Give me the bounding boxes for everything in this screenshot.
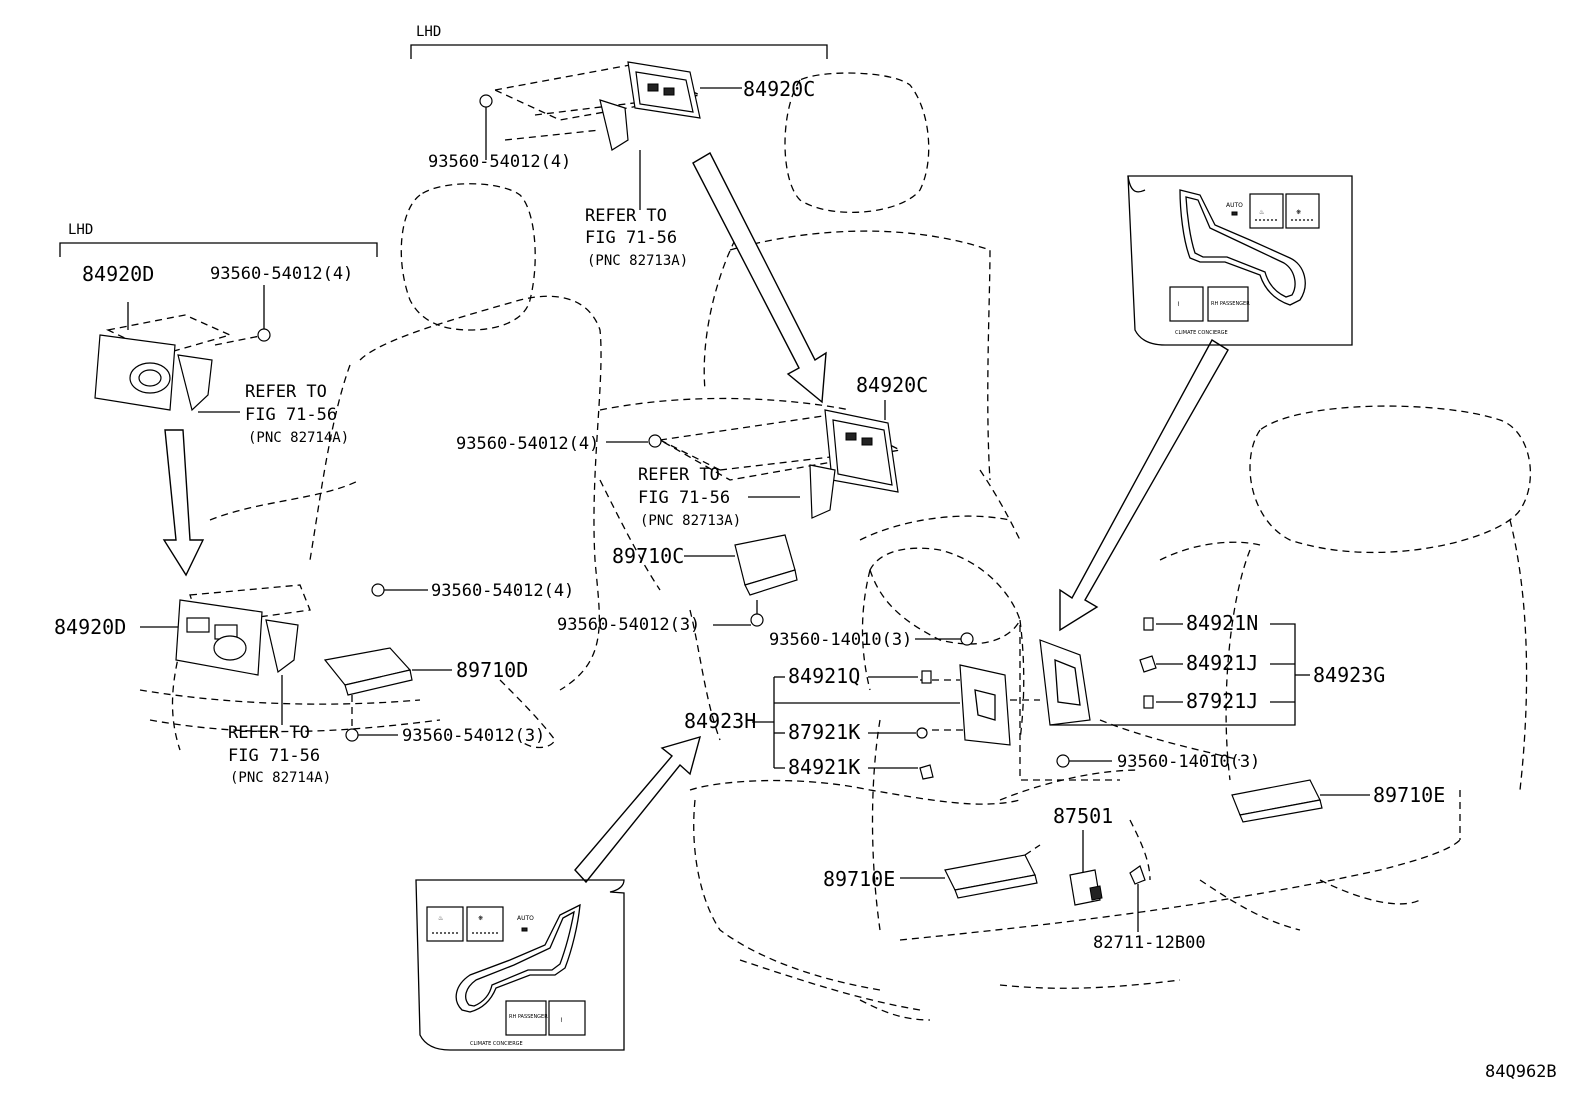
lhd-bracket-top: LHD	[410, 24, 828, 59]
bolt-icon	[648, 434, 662, 448]
label-refer-left-1: REFER TO	[245, 382, 327, 402]
label-refer-low-1: REFER TO	[228, 723, 310, 743]
label-82711: 82711-12B00	[1093, 933, 1206, 953]
rh-passenger-button[interactable]	[505, 1000, 547, 1036]
label-refer-mid-2: FIG 71-56	[638, 488, 730, 508]
label-bolt-top: 93560-54012(4)	[428, 152, 571, 172]
label-84920c-mid: 84920C	[856, 373, 928, 397]
label-89710e-right: 89710E	[1373, 783, 1445, 807]
arrow-down-icon	[162, 429, 205, 577]
label-refer-low-2: FIG 71-56	[228, 746, 320, 766]
seat-icon: ⌇	[560, 1017, 563, 1024]
label-84923h: 84923H	[684, 709, 756, 733]
label-refer-left-3: (PNC 82714A)	[248, 430, 349, 446]
label-bolt-left-low: 93560-54012(3)	[402, 726, 545, 746]
label-84920c-top: 84920C	[743, 77, 815, 101]
seat-ventilation-button[interactable]	[466, 906, 504, 942]
auto-label: AUTO	[1226, 202, 1243, 209]
label-89710d: 89710D	[456, 658, 528, 682]
bracket-assembly	[752, 617, 1310, 781]
label-89710e-mid: 89710E	[823, 867, 895, 891]
lhd-label-left: LHD	[68, 222, 93, 238]
part-labels: 84920C 93560-54012(4) REFER TO FIG 71-56…	[54, 77, 1557, 1082]
seat-icon: ⌇	[1177, 301, 1180, 308]
clip-82711	[1129, 865, 1146, 932]
label-refer-top-2: FIG 71-56	[585, 228, 677, 248]
bolt-icon	[257, 328, 271, 342]
module-89710d	[323, 647, 452, 742]
switch-panel-top-right: AUTO ♨ ❋ ⌇ RH PASSENGER CLIMATE CONCIERG…	[1127, 175, 1353, 346]
switch-84920d-top	[94, 285, 271, 413]
label-84921q: 84921Q	[788, 664, 860, 688]
concierge-button[interactable]	[1169, 286, 1204, 322]
label-bolt-14010-low: 93560-14010(3)	[1117, 752, 1260, 772]
fan-icon: ❋	[478, 915, 483, 922]
bolt-icon	[371, 583, 385, 597]
label-87921k: 87921K	[788, 720, 860, 744]
label-bolt-14010-top: 93560-14010(3)	[769, 630, 912, 650]
label-refer-top-3: (PNC 82713A)	[587, 253, 688, 269]
label-84923g: 84923G	[1313, 663, 1385, 687]
label-84920d-top: 84920D	[82, 262, 154, 286]
seat-heater-button[interactable]	[1249, 193, 1284, 229]
heater-icon: ♨	[1259, 209, 1264, 216]
label-refer-mid-3: (PNC 82713A)	[640, 513, 741, 529]
arrow-down-right-icon	[692, 152, 827, 404]
switch-84920c-top	[479, 61, 742, 210]
lhd-bracket-left: LHD	[59, 222, 378, 257]
label-87501: 87501	[1053, 804, 1113, 828]
rh-passenger-label: RH PASSENGER	[1211, 301, 1250, 307]
bolt-icon	[1056, 754, 1070, 768]
label-refer-mid-1: REFER TO	[638, 465, 720, 485]
seat-ventilation-button[interactable]	[1285, 193, 1320, 229]
rh-passenger-button[interactable]	[1207, 286, 1249, 322]
module-89710e-right	[1231, 779, 1370, 823]
label-refer-left-2: FIG 71-56	[245, 405, 337, 425]
heater-icon: ♨	[438, 915, 443, 922]
label-bolt-left-mid: 93560-54012(4)	[431, 581, 574, 601]
fan-icon: ❋	[1296, 209, 1301, 216]
reference-code: 84Q962B	[1485, 1062, 1557, 1082]
label-84920d-mid: 84920D	[54, 615, 126, 639]
label-84921j: 84921J	[1186, 651, 1258, 675]
switch-panel-bottom: AUTO ♨ ❋ RH PASSENGER ⌇ CLIMATE CONCIERG…	[415, 879, 625, 1051]
bolt-icon	[479, 94, 493, 160]
bolt-icon	[750, 613, 764, 627]
auto-label: AUTO	[517, 915, 534, 922]
switch-84920c-mid	[606, 400, 903, 519]
arrow-down-left-icon	[1059, 339, 1229, 632]
seat-heater-button[interactable]	[426, 906, 464, 942]
arrow-up-right-icon	[574, 735, 702, 884]
module-89710c	[684, 534, 798, 627]
module-89710e-mid	[900, 844, 1041, 899]
bolt-icon	[345, 728, 359, 742]
switch-84920d-mid	[140, 583, 428, 725]
bolt-icon	[960, 632, 974, 646]
rh-passenger-label: RH PASSENGER	[509, 1014, 548, 1020]
concierge-button[interactable]	[548, 1000, 586, 1036]
label-87921j: 87921J	[1186, 689, 1258, 713]
label-84921n: 84921N	[1186, 611, 1258, 635]
label-bolt-mid-3: 93560-54012(3)	[557, 615, 700, 635]
label-refer-low-3: (PNC 82714A)	[230, 770, 331, 786]
seat-outlines	[139, 72, 1532, 1021]
label-bolt-left-top: 93560-54012(4)	[210, 264, 353, 284]
climate-concierge-label: CLIMATE CONCIERGE	[470, 1041, 523, 1047]
label-89710c: 89710C	[612, 544, 684, 568]
label-84921k: 84921K	[788, 755, 860, 779]
label-refer-top-1: REFER TO	[585, 206, 667, 226]
label-bolt-mid: 93560-54012(4)	[456, 434, 599, 454]
climate-concierge-label: CLIMATE CONCIERGE	[1175, 330, 1228, 336]
lhd-label-top: LHD	[416, 24, 441, 40]
sensor-87501	[1069, 830, 1103, 906]
